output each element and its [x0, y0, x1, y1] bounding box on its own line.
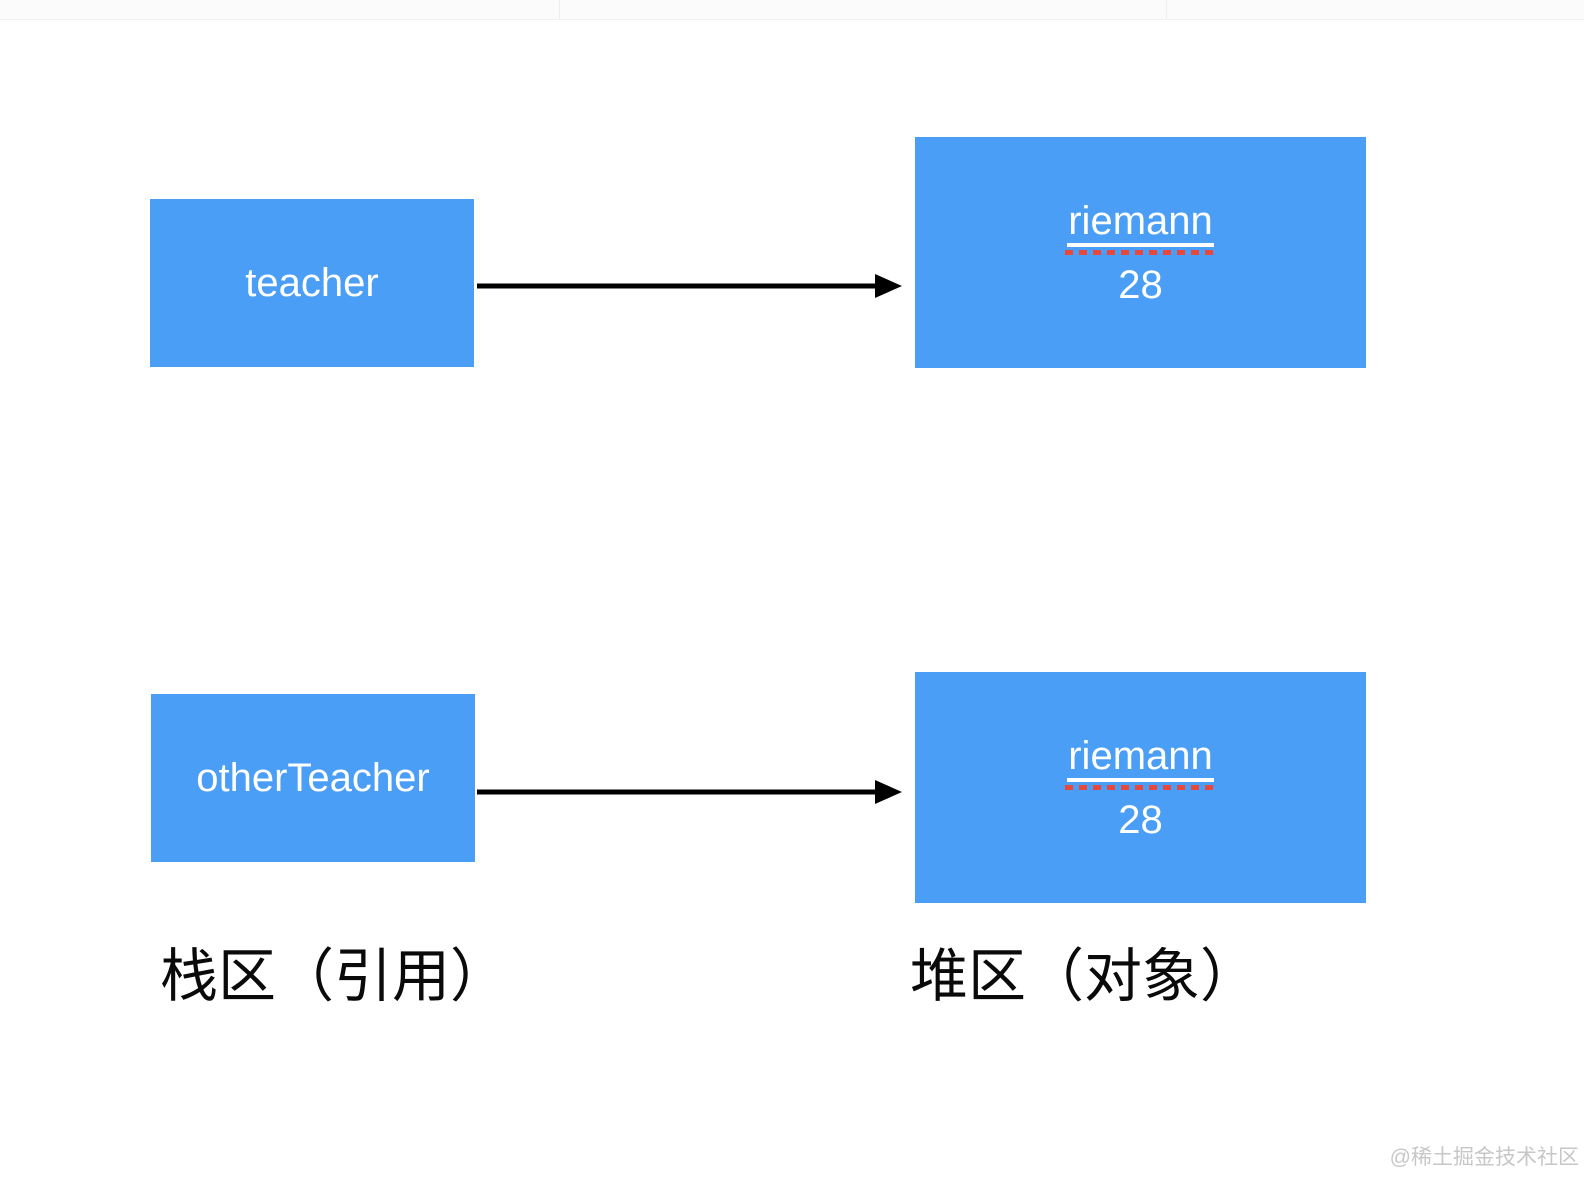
arrow-right-icon	[477, 274, 902, 298]
object-name-wrap: riemann	[1065, 199, 1216, 255]
object-name: riemann	[1065, 200, 1216, 255]
arrow-right-icon	[477, 780, 902, 804]
stack-box-teacher: teacher	[150, 199, 474, 367]
stack-region-label: 栈区（引用）	[160, 944, 509, 1009]
heap-region-label: 堆区（对象）	[910, 944, 1259, 1009]
top-edge-vertical-divider	[1166, 0, 1167, 19]
object-value: 28	[1118, 798, 1163, 842]
object-name-wrap: riemann	[1065, 734, 1216, 790]
stack-box-teacher-label: teacher	[245, 260, 379, 305]
stack-box-other-teacher-label: otherTeacher	[196, 755, 430, 800]
object-value: 28	[1118, 263, 1163, 307]
heap-box-riemann-1: riemann 28	[915, 137, 1366, 368]
object-name: riemann	[1065, 735, 1216, 790]
watermark: @稀土掘金技术社区	[1389, 1146, 1579, 1169]
top-edge-vertical-divider	[559, 0, 560, 19]
top-edge-divider	[0, 0, 1584, 20]
heap-box-riemann-2: riemann 28	[915, 672, 1366, 903]
stack-box-other-teacher: otherTeacher	[151, 694, 475, 862]
